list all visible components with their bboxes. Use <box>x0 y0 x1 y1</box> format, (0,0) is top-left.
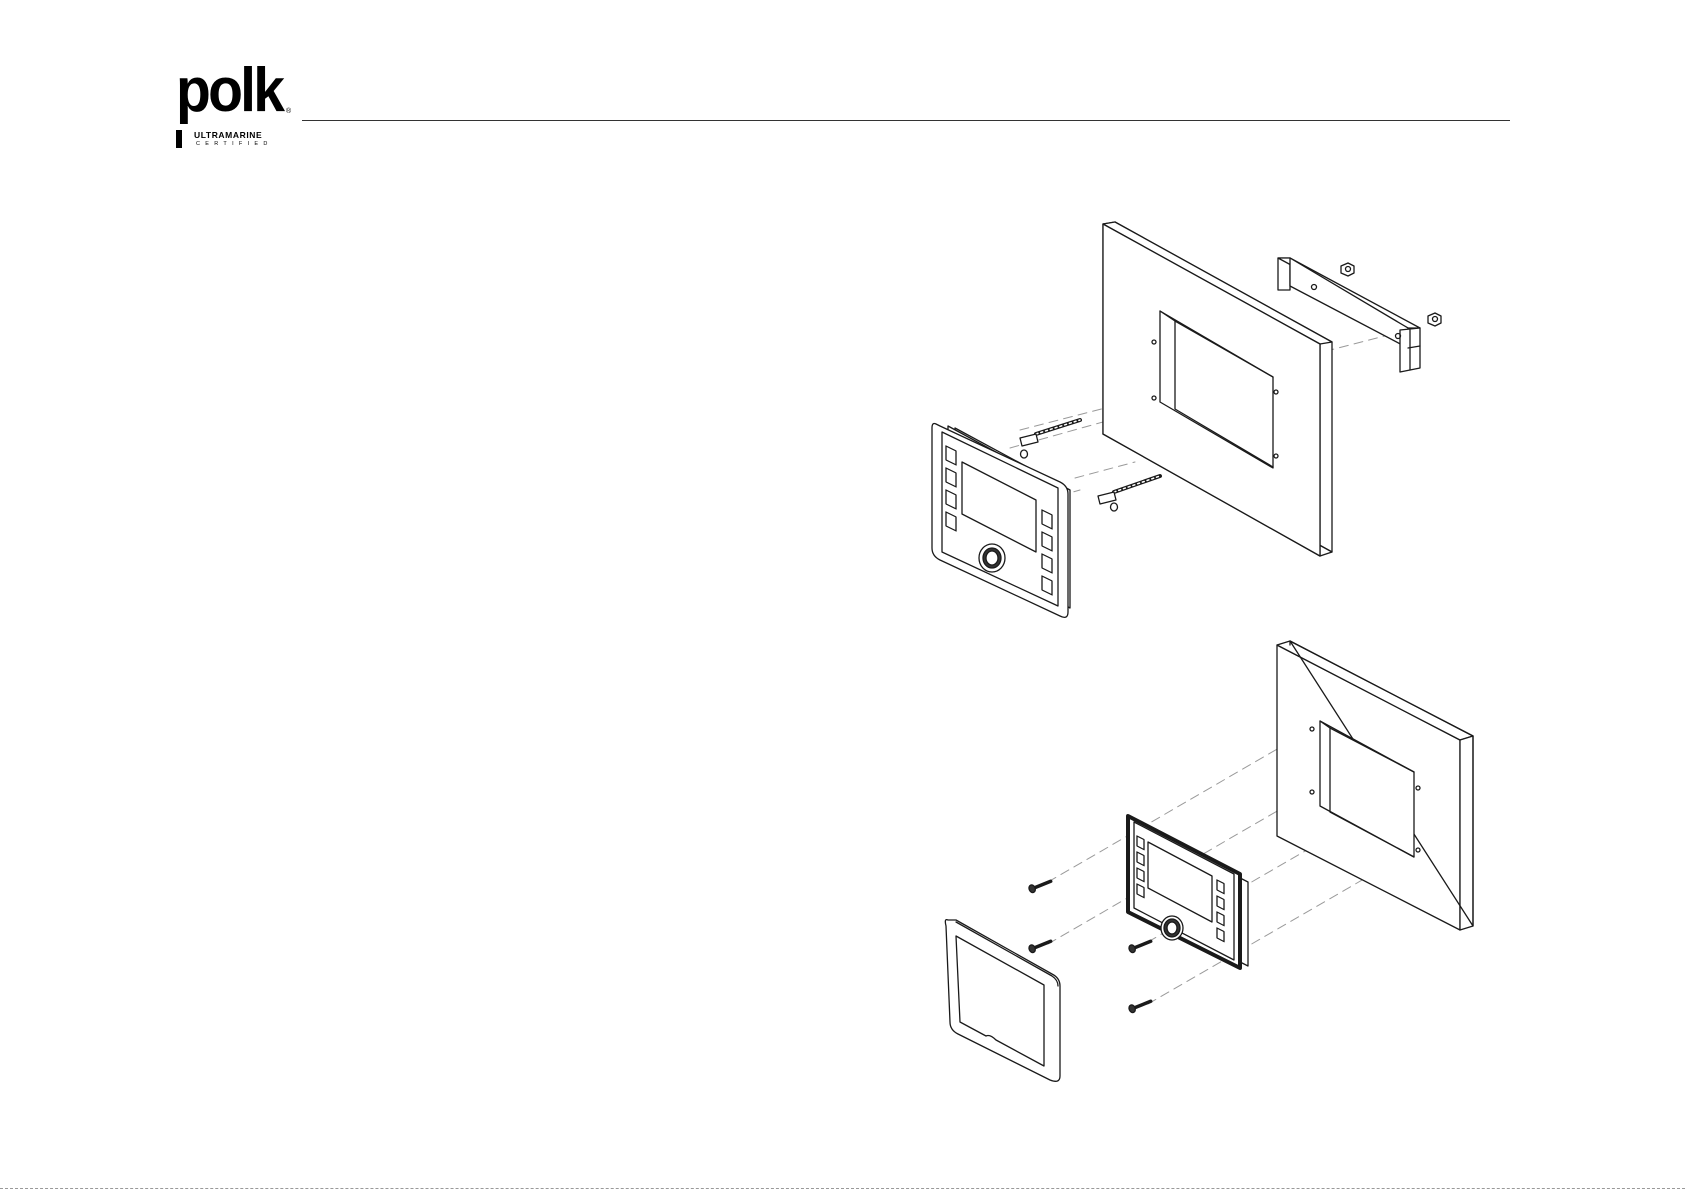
flush-mounting-panel <box>1277 641 1473 930</box>
bottom-rule <box>0 1188 1685 1189</box>
